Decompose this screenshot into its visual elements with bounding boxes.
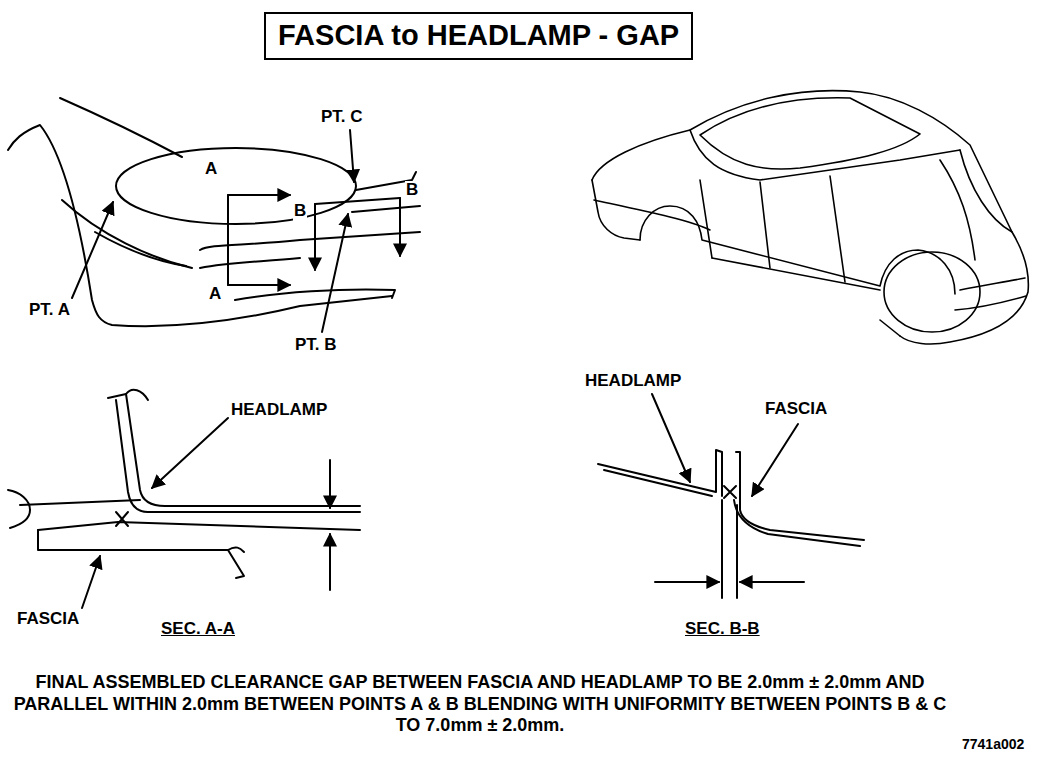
title-box: FASCIA to HEADLAMP - GAP bbox=[264, 12, 693, 60]
body-line bbox=[200, 232, 420, 250]
fascia-section bbox=[736, 452, 864, 540]
extension-line bbox=[721, 500, 723, 598]
part-name: FASCIA bbox=[764, 400, 828, 419]
fascia-section bbox=[38, 530, 244, 578]
section-arrow bbox=[314, 204, 316, 270]
leader-line bbox=[752, 424, 798, 496]
headlamp-outline bbox=[116, 148, 356, 224]
leader-line bbox=[322, 214, 348, 332]
point-label: PT. C bbox=[320, 108, 364, 127]
fascia-section bbox=[228, 547, 244, 552]
section-line bbox=[227, 195, 229, 285]
extension-line bbox=[736, 505, 738, 598]
body-line bbox=[200, 258, 300, 268]
lamp-edge bbox=[8, 490, 30, 528]
car-drawing bbox=[592, 91, 1028, 344]
fascia-section bbox=[38, 522, 360, 530]
headlamp-section bbox=[108, 394, 360, 506]
fascia-section bbox=[734, 500, 860, 546]
headlamp-section bbox=[604, 470, 712, 496]
lamp-edge bbox=[20, 500, 140, 505]
fascia-stripe bbox=[62, 200, 192, 268]
part-name: FASCIA bbox=[16, 610, 80, 629]
figure-code: 7741a002 bbox=[962, 737, 1024, 752]
section-line bbox=[315, 198, 400, 204]
headlamp-section bbox=[126, 390, 148, 400]
fascia-stripe bbox=[95, 232, 186, 266]
headlamp-section bbox=[598, 450, 722, 496]
section-title: SEC. B-B bbox=[684, 620, 761, 639]
point-label: PT. A bbox=[28, 301, 71, 320]
dimension-arrow bbox=[655, 581, 719, 583]
section-arrow bbox=[399, 198, 401, 256]
body-line bbox=[352, 206, 420, 212]
gap-mark bbox=[116, 512, 128, 526]
body-line bbox=[235, 289, 395, 300]
hood-line bbox=[60, 98, 182, 157]
gap-mark bbox=[724, 486, 736, 498]
dimension-arrow bbox=[740, 581, 804, 583]
section-arrow bbox=[228, 284, 290, 286]
leader-line bbox=[350, 130, 354, 182]
leader-line bbox=[152, 418, 228, 488]
point-label: PT. B bbox=[294, 336, 338, 355]
leader-line bbox=[82, 556, 100, 608]
section-arrow bbox=[228, 194, 290, 196]
part-name: HEADLAMP bbox=[584, 372, 682, 391]
part-name: HEADLAMP bbox=[230, 401, 328, 420]
headlamp-inner bbox=[116, 400, 360, 512]
section-letter: B bbox=[293, 202, 307, 221]
leader-line bbox=[72, 202, 113, 298]
dimension-arrow bbox=[329, 460, 331, 508]
leader-line bbox=[652, 394, 690, 482]
note-text: FINAL ASSEMBLED CLEARANCE GAP BETWEEN FA… bbox=[0, 672, 960, 737]
section-title: SEC. A-A bbox=[160, 620, 236, 639]
section-letter: A bbox=[208, 285, 222, 304]
section-letter: A bbox=[204, 160, 218, 179]
dimension-arrow bbox=[329, 534, 331, 590]
fender-curve bbox=[8, 125, 392, 326]
section-letter: B bbox=[405, 181, 419, 200]
